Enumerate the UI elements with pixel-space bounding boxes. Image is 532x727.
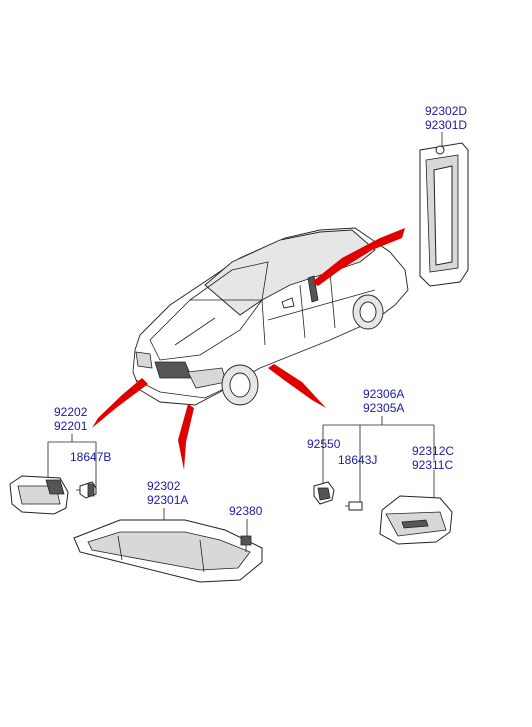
label-92306A: 92306A [363, 387, 404, 401]
arrow-fog-lamp [92, 378, 148, 428]
label-92301D: 92301D [425, 118, 467, 132]
label-18643J: 18643J [338, 453, 377, 467]
part-92301A-reflector [73, 519, 263, 583]
label-92312C: 92312C [412, 444, 454, 458]
part-92550-socket [313, 481, 335, 505]
part-labels: 92302D 92301D 92202 92201 18647B 92306A … [54, 104, 467, 518]
arrow-pillar-garnish [312, 228, 405, 286]
label-92302: 92302 [147, 479, 181, 493]
label-92550: 92550 [307, 437, 341, 451]
label-92202: 92202 [54, 405, 88, 419]
arrow-bumper-reflector [178, 404, 194, 470]
callout-arrows [92, 228, 405, 470]
part-18643J-bulb [345, 501, 363, 511]
part-92311C-side-lamp [379, 495, 453, 545]
label-92201: 92201 [54, 419, 88, 433]
label-92305A: 92305A [363, 401, 404, 415]
label-18647B: 18647B [70, 450, 111, 464]
arrow-side-repeater [268, 364, 326, 408]
part-92301D-pillar-garnish [419, 142, 469, 287]
car-illustration [132, 227, 409, 406]
label-92380: 92380 [229, 504, 263, 518]
label-92311C: 92311C [412, 458, 453, 472]
label-92301A: 92301A [147, 493, 188, 507]
part-92380-clip [240, 535, 252, 552]
label-92302D: 92302D [425, 104, 467, 118]
part-92201-fog-lamp [9, 475, 69, 515]
part-18647B-bulb [76, 481, 97, 499]
leader-lines [47, 132, 443, 536]
